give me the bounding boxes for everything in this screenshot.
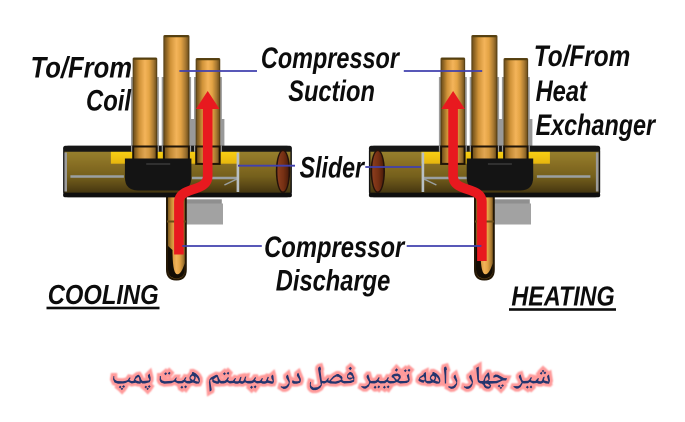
svg-text:Heat: Heat (536, 75, 589, 108)
svg-text:To/From: To/From (534, 40, 631, 73)
svg-text:COOLING: COOLING (48, 279, 159, 310)
svg-text:Coil: Coil (86, 85, 132, 118)
svg-text:Compressor: Compressor (261, 42, 401, 75)
svg-text:Suction: Suction (288, 75, 375, 108)
svg-text:Compressor: Compressor (264, 231, 406, 264)
svg-text:To/From: To/From (31, 52, 133, 85)
svg-text:Exchanger: Exchanger (536, 109, 657, 142)
svg-text:Discharge: Discharge (276, 265, 391, 298)
svg-text:HEATING: HEATING (511, 280, 614, 311)
svg-text:Slider: Slider (300, 152, 366, 185)
